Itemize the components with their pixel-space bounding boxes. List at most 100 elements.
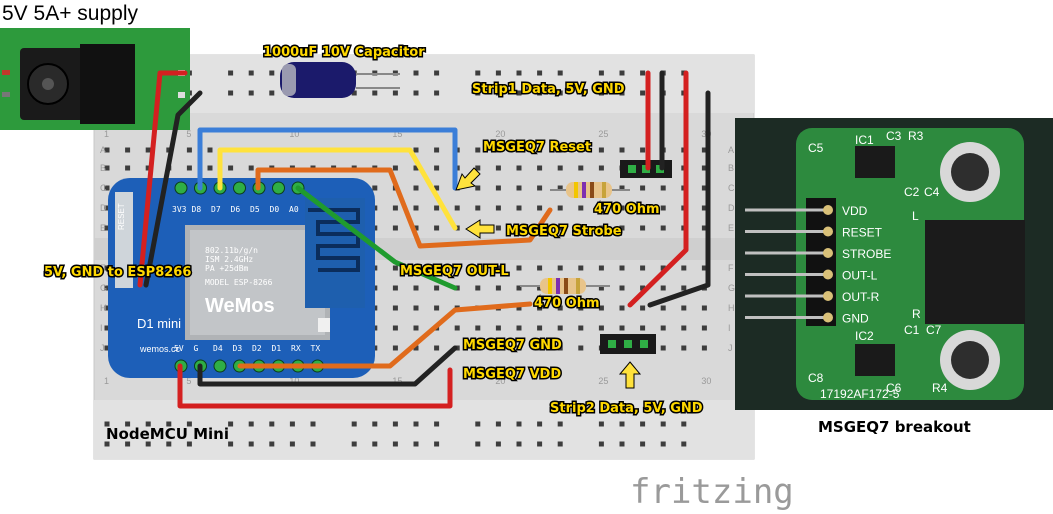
breadboard-hole xyxy=(454,265,460,271)
breadboard-hole xyxy=(578,147,584,153)
row-letter: C xyxy=(100,183,107,193)
chip-model: MODEL ESP-8266 xyxy=(205,278,273,287)
breadboard-hole xyxy=(640,225,646,231)
breadboard-hole xyxy=(269,421,275,427)
breadboard-hole xyxy=(434,225,440,231)
breakout-pin-label: GND xyxy=(842,312,869,326)
breadboard-hole xyxy=(516,345,522,351)
wire-blue xyxy=(197,127,458,191)
row-letter: C xyxy=(728,183,735,193)
breadboard-hole xyxy=(104,225,110,231)
breadboard-hole xyxy=(660,265,666,271)
label-breakout: MSGEQ7 breakout xyxy=(818,418,971,436)
breadboard-hole xyxy=(660,345,666,351)
breadboard-hole xyxy=(104,165,110,171)
breadboard-hole xyxy=(310,421,316,427)
breadboard-hole xyxy=(516,90,522,96)
breadboard-hole xyxy=(392,205,398,211)
breadboard-hole xyxy=(186,147,192,153)
breadboard-hole xyxy=(475,90,481,96)
breadboard-hole xyxy=(619,90,625,96)
col-number: 15 xyxy=(392,376,402,386)
col-number: 25 xyxy=(598,129,608,139)
breakout-pad xyxy=(823,248,833,258)
ic1-label: IC1 xyxy=(855,133,874,147)
breadboard-hole xyxy=(598,441,604,447)
breadboard-hole xyxy=(495,165,501,171)
breadboard-hole xyxy=(413,325,419,331)
d1-pin xyxy=(233,181,246,195)
d1-pin xyxy=(272,181,285,195)
breadboard-hole xyxy=(434,205,440,211)
breadboard-hole xyxy=(681,345,687,351)
fritzing-watermark: fritzing xyxy=(630,472,794,512)
row-letter: H xyxy=(728,303,735,313)
breadboard-hole xyxy=(640,441,646,447)
breadboard-hole xyxy=(516,165,522,171)
breadboard-hole xyxy=(537,325,543,331)
serial-label: 17192AF172-5 xyxy=(820,387,900,401)
breadboard-hole xyxy=(619,305,625,311)
breadboard-hole xyxy=(495,265,501,271)
col-number: 20 xyxy=(495,129,505,139)
wire-black-bottom xyxy=(197,345,458,387)
d1-pin-label: D4 xyxy=(213,344,223,353)
breadboard-hole xyxy=(516,285,522,291)
breadboard-hole xyxy=(598,325,604,331)
breadboard-hole xyxy=(640,305,646,311)
wires xyxy=(137,70,711,409)
breadboard-hole xyxy=(392,441,398,447)
breakout-pad xyxy=(823,291,833,301)
breadboard-hole xyxy=(186,421,192,427)
breadboard-hole xyxy=(660,185,666,191)
ic2-label: IC2 xyxy=(855,329,874,343)
breadboard-hole xyxy=(413,285,419,291)
breadboard-hole xyxy=(269,441,275,447)
breakout-pin-label: RESET xyxy=(842,226,883,240)
d1-pin-label: RX xyxy=(291,344,301,353)
breadboard-hole xyxy=(475,165,481,171)
breadboard-hole xyxy=(434,441,440,447)
breadboard-hole xyxy=(475,345,481,351)
breadboard-hole xyxy=(537,185,543,191)
chip-band: ISM 2.4GHz xyxy=(205,255,253,264)
breadboard-hole xyxy=(310,441,316,447)
part-label: C7 xyxy=(926,323,942,337)
breadboard-hole xyxy=(228,70,234,76)
d1-pin-label: 3V3 xyxy=(172,205,187,214)
breadboard-hole xyxy=(701,305,707,311)
resistor-1 xyxy=(550,182,630,198)
breadboard-hole xyxy=(413,265,419,271)
breadboard-hole xyxy=(228,441,234,447)
breadboard-hole xyxy=(372,421,378,427)
breadboard-hole xyxy=(228,165,234,171)
row-letter: I xyxy=(728,323,731,333)
label-resistor-2: 470 Ohm xyxy=(534,296,600,311)
breadboard-hole xyxy=(413,185,419,191)
wire-red-long xyxy=(627,70,689,308)
side-r-label: R xyxy=(912,307,921,321)
breadboard-hole xyxy=(660,285,666,291)
breadboard-hole xyxy=(660,225,666,231)
breadboard-hole xyxy=(537,90,543,96)
breadboard-hole xyxy=(598,205,604,211)
wire-orange-bottom xyxy=(237,301,533,369)
breadboard-hole xyxy=(619,325,625,331)
strip2-header xyxy=(600,334,656,354)
model-label: D1 mini xyxy=(137,316,181,331)
row-letter: F xyxy=(100,263,106,273)
breadboard-hole xyxy=(640,285,646,291)
breadboard-hole xyxy=(598,285,604,291)
breadboard-hole xyxy=(228,421,234,427)
part-label: C3 xyxy=(886,129,902,143)
col-number: 5 xyxy=(186,129,191,139)
d1-pin xyxy=(213,359,227,373)
arrow-strobe xyxy=(465,219,495,239)
power-jack xyxy=(0,28,190,130)
breadboard-hole xyxy=(434,147,440,153)
breadboard-hole xyxy=(660,441,666,447)
breadboard-hole xyxy=(392,265,398,271)
row-letter: A xyxy=(728,145,734,155)
breadboard-hole xyxy=(372,90,378,96)
breadboard-hole xyxy=(475,265,481,271)
